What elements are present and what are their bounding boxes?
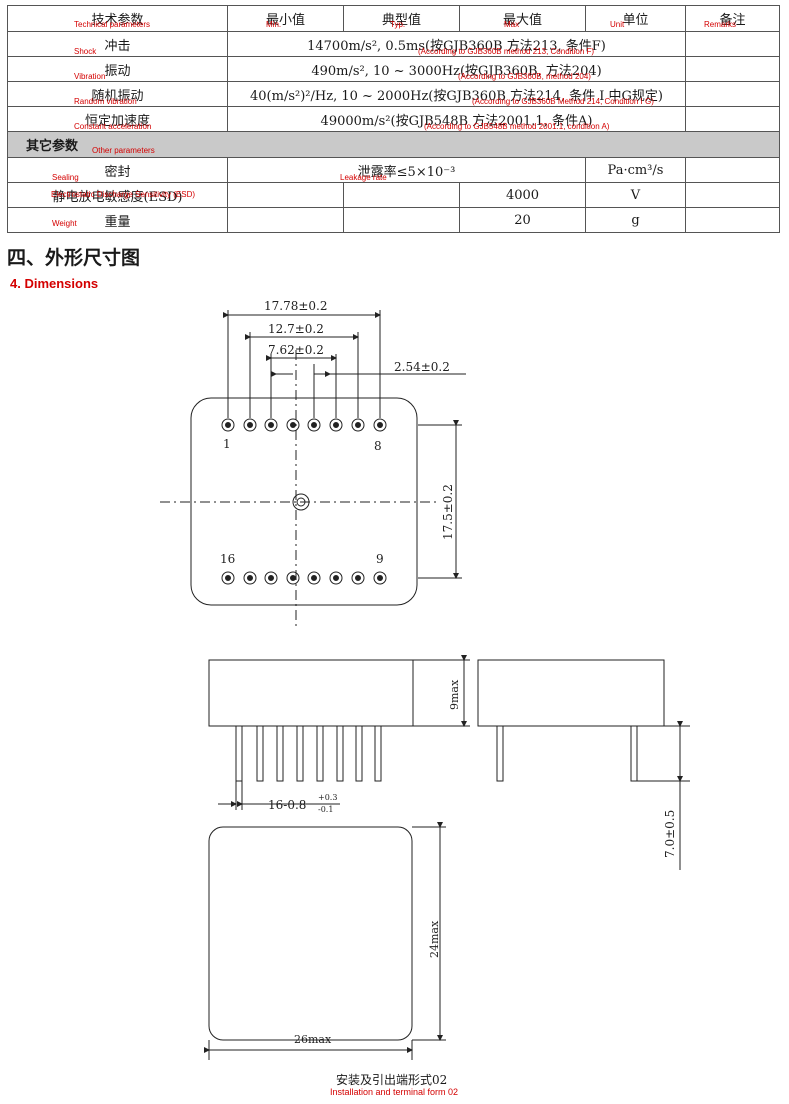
caption-cn: 安装及引出端形式02 xyxy=(336,1073,448,1087)
dim-body-height-label: 9max xyxy=(448,679,461,710)
side-view-right-body xyxy=(477,659,665,727)
row-remarks xyxy=(685,106,780,132)
row-max: 4000 xyxy=(459,182,586,208)
dim-mid-label: 12.7±0.2 xyxy=(268,322,324,336)
row-remarks xyxy=(685,157,780,183)
row-value: 40(m/s²)²/Hz, 10 ~ 2000Hz(按GJB360B 方法214… xyxy=(227,81,686,107)
dim-height-label: 17.5±0.2 xyxy=(441,484,455,540)
row-max: 20 xyxy=(459,207,586,233)
row-min xyxy=(227,207,344,233)
pin-row-top xyxy=(221,418,387,432)
row-remarks xyxy=(685,31,780,57)
pin-8-label: 8 xyxy=(374,439,382,453)
row-name: 静电放电敏感度(ESD)Electrostatic Discharge Sens… xyxy=(7,182,228,208)
dim-pin-length-label: 7.0±0.5 xyxy=(663,810,677,858)
table-row: 静电放电敏感度(ESD)Electrostatic Discharge Sens… xyxy=(7,182,780,208)
section-title-en: 4. Dimensions xyxy=(10,276,99,291)
side-view-left-body xyxy=(208,659,414,727)
row-remarks xyxy=(685,81,780,107)
pin-1-label: 1 xyxy=(223,437,231,451)
row-remarks xyxy=(685,182,780,208)
row-unit: V xyxy=(585,182,686,208)
dim-pitch-label: 2.54±0.2 xyxy=(394,360,450,374)
dim-pin-tol-lower: -0.1 xyxy=(318,805,333,814)
row-unit: Pa·cm³/s xyxy=(585,157,686,183)
row-remarks xyxy=(685,207,780,233)
row-value: 14700m/s², 0.5ms(按GJB360B 方法213, 条件F)(Ac… xyxy=(227,31,686,57)
dimension-drawing: 17.78±0.2 12.7±0.2 7.62±0.2 2.54±0.2 1 8… xyxy=(160,299,690,1060)
row-typ xyxy=(343,182,460,208)
dim-pin-tol-upper: +0.3 xyxy=(318,793,337,802)
pin-9-label: 9 xyxy=(376,552,384,566)
row-typ xyxy=(343,207,460,233)
top-view-body xyxy=(190,397,418,606)
row-remarks xyxy=(685,56,780,82)
bottom-view-body xyxy=(208,826,413,1041)
row-unit: g xyxy=(585,207,686,233)
row-value: 490m/s², 10 ~ 3000Hz(按GJB360B, 方法204)(Ac… xyxy=(227,56,686,82)
dim-depth-label: 24max xyxy=(428,920,441,958)
center-hole xyxy=(292,493,310,511)
caption-en: Installation and terminal form 02 xyxy=(330,1087,459,1097)
dim-inner-label: 7.62±0.2 xyxy=(268,343,324,357)
dim-pin-diameter-label: 16-0.8 xyxy=(268,798,306,812)
side-view-left-pins xyxy=(235,725,382,782)
row-min xyxy=(227,182,344,208)
pin-16-label: 16 xyxy=(220,552,235,566)
dim-width-label: 26max xyxy=(294,1033,332,1046)
center-hole-inner xyxy=(296,497,306,507)
row-value: 49000m/s²(按GJB548B 方法2001.1, 条件A)(Accord… xyxy=(227,106,686,132)
pin-row-bottom xyxy=(221,571,387,585)
dim-outer-label: 17.78±0.2 xyxy=(264,299,328,313)
section-title-cn: 四、外形尺寸图 xyxy=(7,247,141,269)
